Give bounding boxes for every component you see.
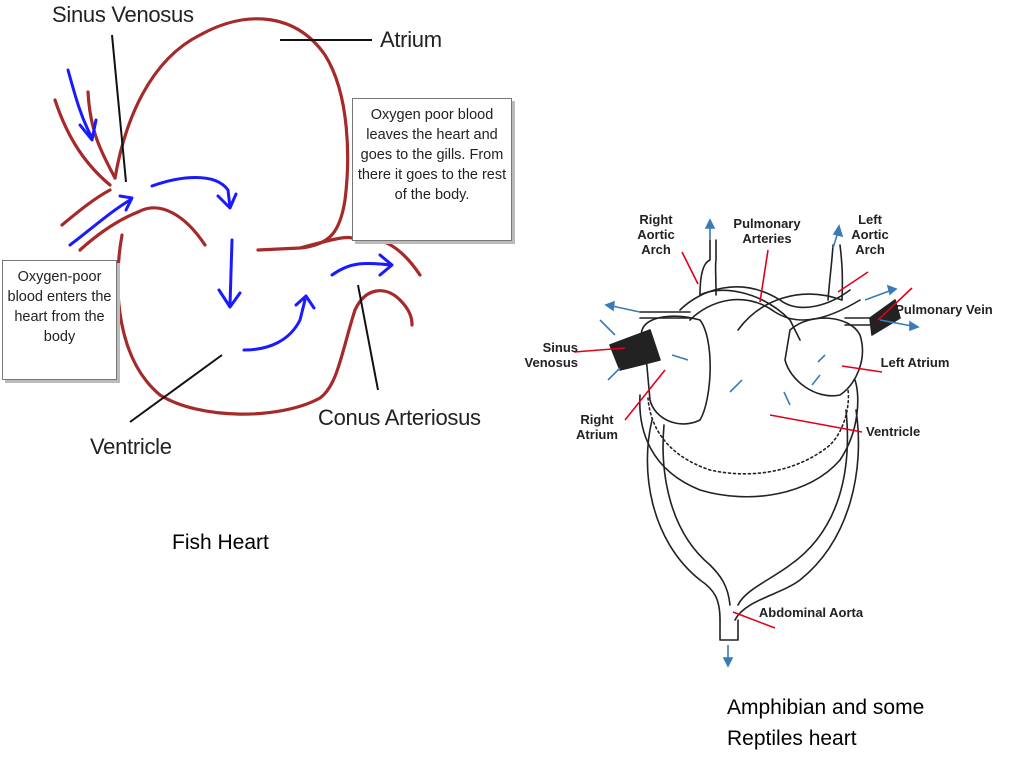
- flow-arrow-atrium: [150, 176, 232, 209]
- flow-arrow-to-ventricle: [228, 238, 234, 307]
- flow-arrow-lower-vein-head: [118, 194, 134, 212]
- ventricle-outline: [116, 233, 357, 416]
- flow-arrow-to-ventricle-head: [217, 288, 242, 309]
- label-pulmonary-vein: Pulmonary Vein: [895, 302, 993, 317]
- flow-arrow-conus-head: [378, 253, 394, 277]
- note-oxygen-poor-enters: Oxygen-poor blood enters the heart from …: [2, 260, 117, 380]
- flow-arrow-upper-vein-head: [78, 118, 98, 142]
- label-conus-arteriosus: Conus Arteriosus: [318, 405, 481, 430]
- flow-arrow-ventricle-head: [294, 294, 316, 310]
- flow-arrow-ventricle: [242, 298, 307, 352]
- caption-fish-heart: Fish Heart: [172, 531, 269, 554]
- label-left-aortic-arch: Left Aortic Arch: [851, 212, 889, 257]
- flow-arrow-conus: [330, 261, 392, 277]
- leader-sinus-venosus: [111, 34, 127, 183]
- label-sinus-venosus-amphibian: Sinus Venosus: [524, 340, 578, 370]
- ventricle-top-outline: [298, 235, 422, 277]
- lower-vein-outline: [60, 188, 112, 227]
- conus-outline: [353, 289, 414, 327]
- flow-arrow-upper-vein: [66, 68, 94, 140]
- caption-amphibian-heart: Amphibian and some Reptiles heart: [727, 696, 925, 750]
- label-left-atrium: Left Atrium: [880, 355, 950, 370]
- label-pulmonary-arteries: Pulmonary Arteries: [733, 216, 801, 246]
- atrium-inner-outline: [136, 206, 207, 247]
- label-ventricle-amphibian: Ventricle: [866, 424, 921, 439]
- upper-vein-outline: [53, 98, 112, 187]
- amphibian-heart-diagram: [609, 239, 901, 641]
- upper-vein-outline-2: [86, 90, 117, 180]
- label-ventricle: Ventricle: [90, 434, 172, 459]
- label-right-atrium: Right Atrium: [576, 412, 618, 442]
- flow-arrow-lower-vein: [68, 198, 132, 247]
- note-oxygen-poor-leaves: Oxygen poor blood leaves the heart and g…: [352, 98, 512, 241]
- flow-arrow-atrium-head: [216, 192, 238, 210]
- atrium-outline: [113, 17, 350, 252]
- label-sinus-venosus: Sinus Venosus: [52, 2, 194, 27]
- label-right-aortic-arch: Right Aortic Arch: [637, 212, 675, 257]
- label-abdominal-aorta: Abdominal Aorta: [758, 605, 864, 620]
- leader-ventricle: [129, 354, 223, 423]
- leader-conus: [357, 284, 379, 391]
- lower-vein-outline-2: [78, 210, 140, 252]
- label-atrium: Atrium: [380, 27, 442, 52]
